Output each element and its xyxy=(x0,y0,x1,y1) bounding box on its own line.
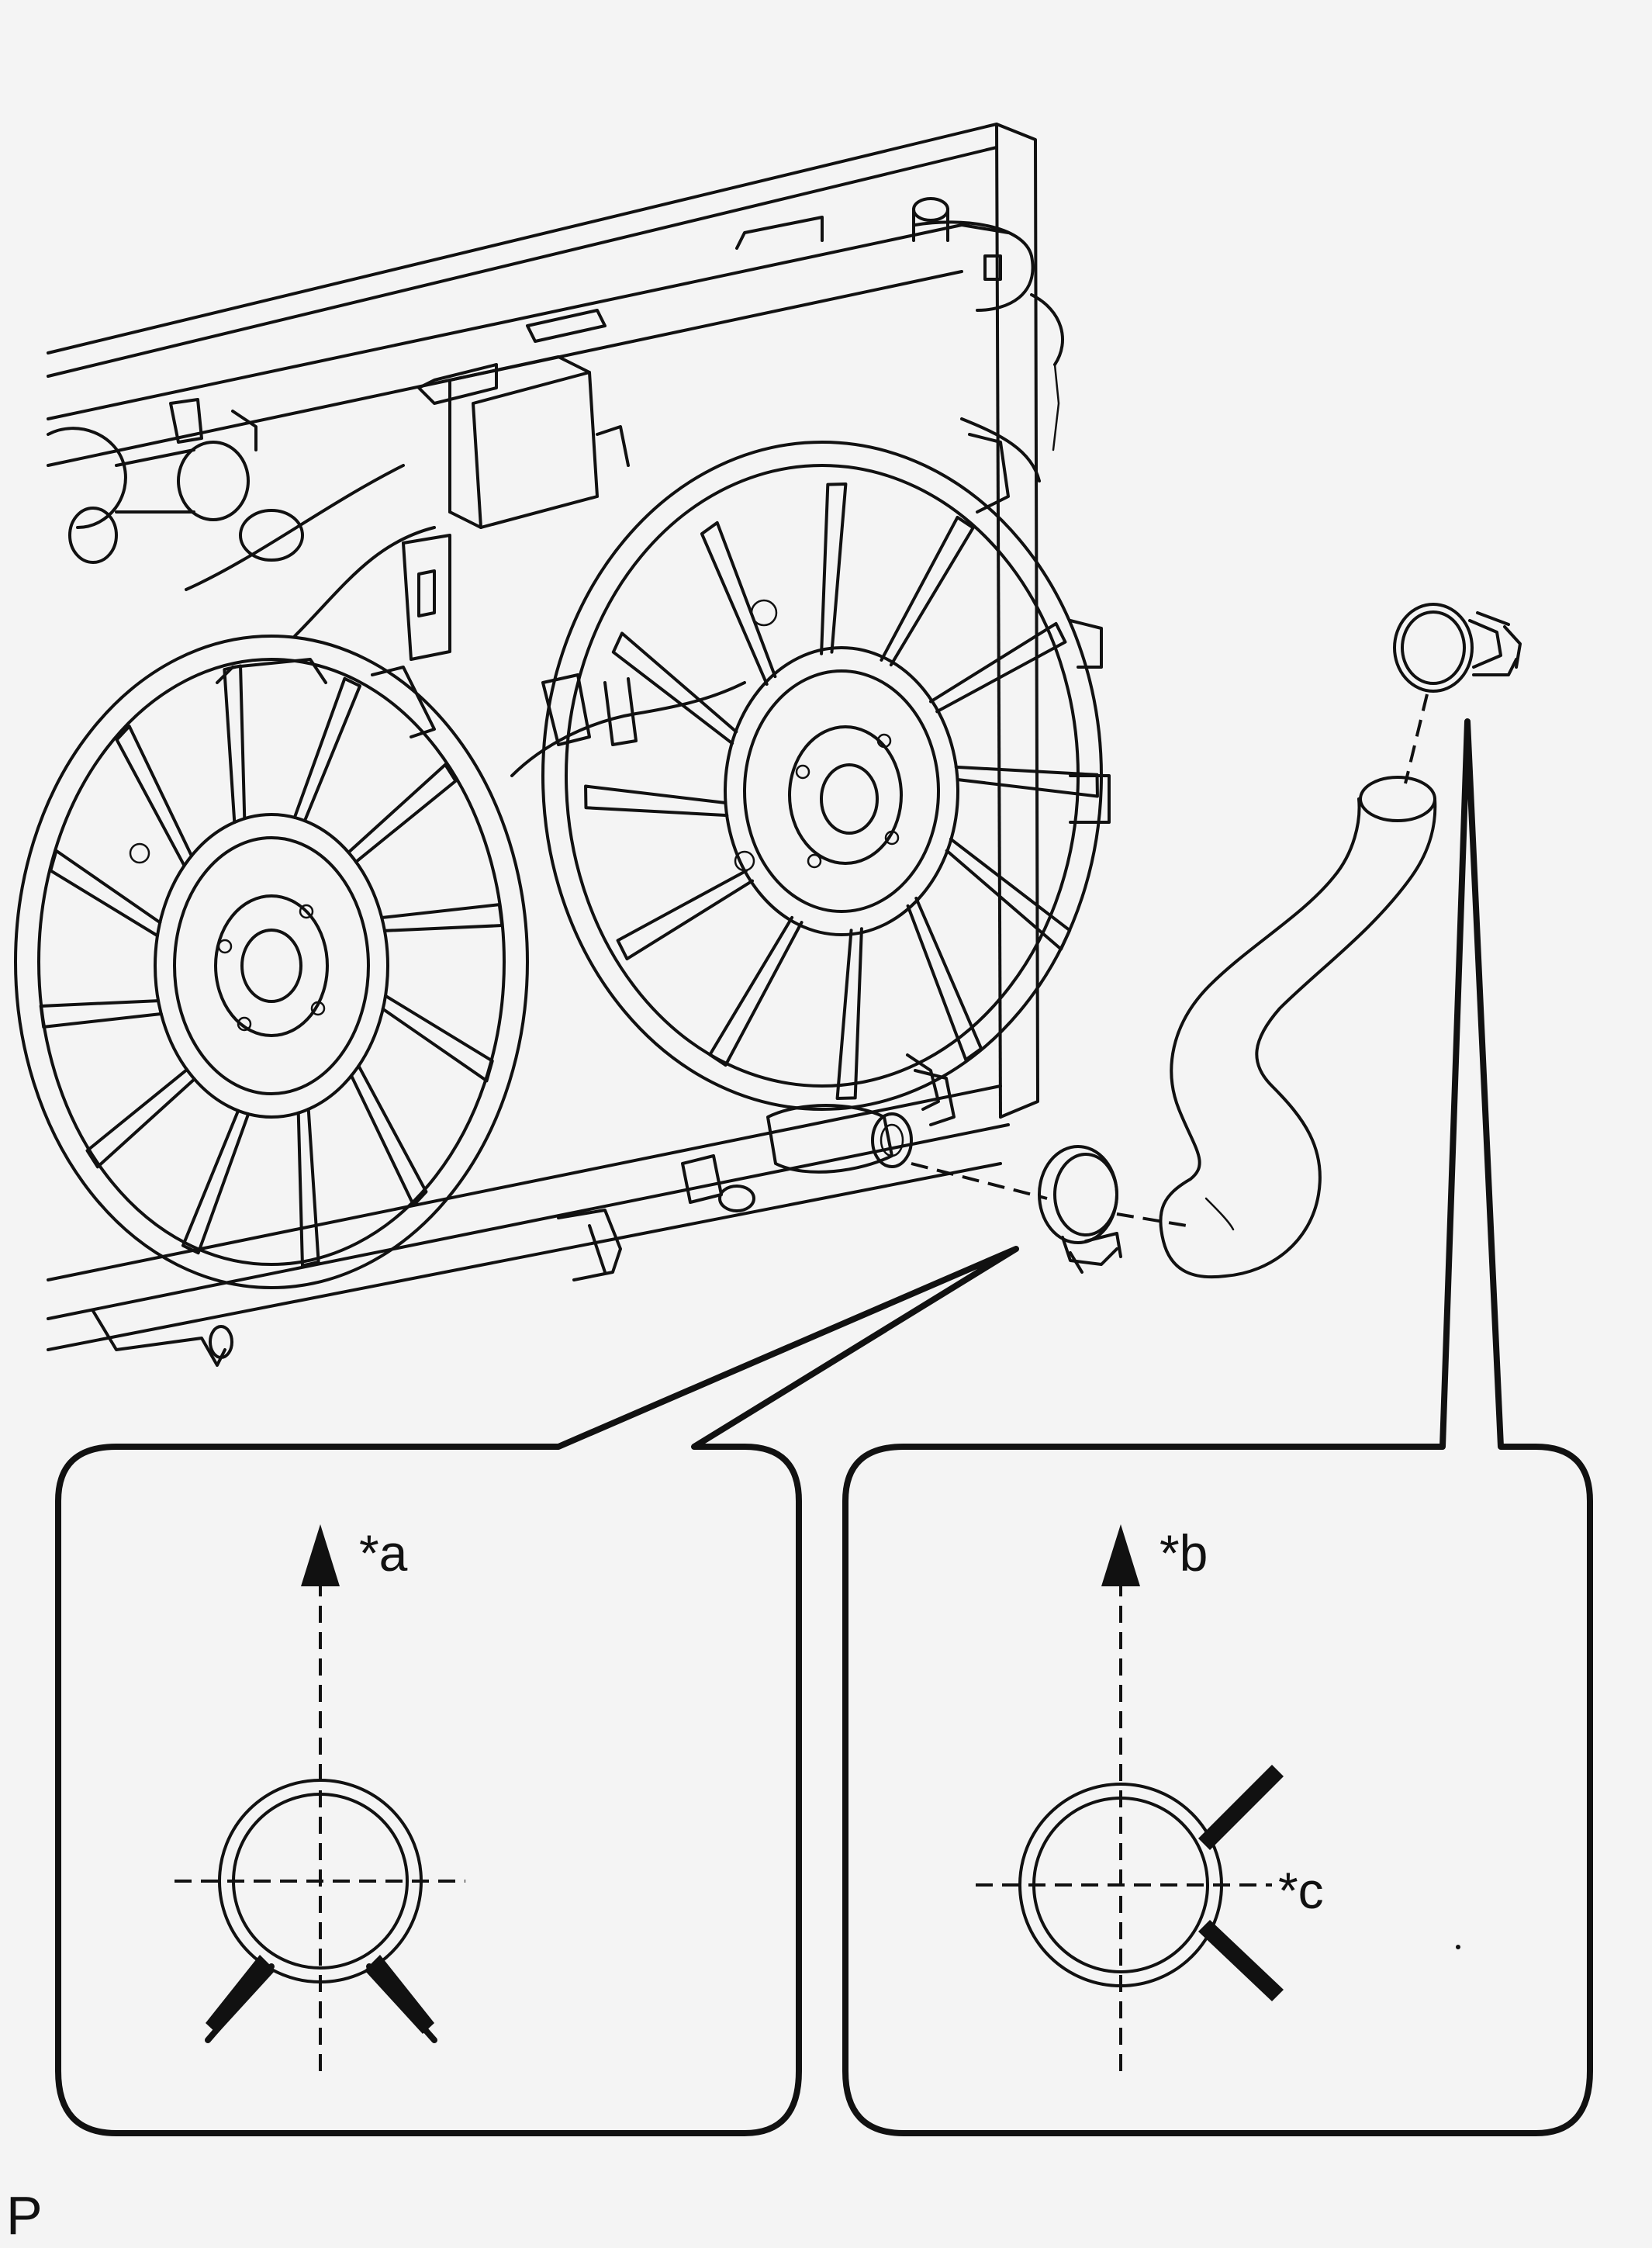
assembly-guide-lines xyxy=(911,693,1429,1227)
callout-box-lower-clamp: *a xyxy=(55,1246,1019,2136)
fan-spoke xyxy=(616,869,755,961)
direction-arrow-icon xyxy=(301,1524,340,1586)
fan-spoke xyxy=(347,763,458,864)
fan-spoke xyxy=(49,849,162,938)
callout-box-upper-clamp: *b *c xyxy=(842,718,1593,2136)
fan-spoke xyxy=(381,994,494,1083)
fan-spoke xyxy=(954,765,1099,798)
fan-motor-connector xyxy=(402,355,630,661)
direction-arrow-icon xyxy=(1101,1524,1140,1586)
upper-hose-clamp xyxy=(1393,603,1522,693)
fan-spoke xyxy=(296,1107,320,1268)
fan-spoke xyxy=(39,999,163,1029)
right-cooling-fan xyxy=(541,433,1111,1111)
fan-spoke xyxy=(880,515,975,667)
fan-spoke xyxy=(708,915,804,1067)
fan-spoke xyxy=(835,927,863,1100)
fan-spoke xyxy=(292,676,362,823)
fan-spoke xyxy=(611,631,738,745)
radiator-cap xyxy=(912,197,1035,312)
left-cooling-fan xyxy=(14,635,529,1289)
fan-spoke xyxy=(700,520,777,687)
fan-spoke xyxy=(929,621,1067,714)
fan-spoke xyxy=(115,725,193,867)
fan-spoke xyxy=(584,784,729,818)
fan-spoke xyxy=(85,1067,196,1169)
fan-spoke xyxy=(945,837,1072,951)
fan-spoke xyxy=(906,897,983,1062)
fan-spoke xyxy=(350,1064,428,1207)
label-b: *b xyxy=(1160,1524,1208,1582)
fan-spoke xyxy=(380,903,504,932)
fan-spoke xyxy=(223,664,247,825)
label-c: *c xyxy=(1278,1862,1324,1919)
lower-hose-clamp xyxy=(1038,1145,1122,1274)
figure-code: P xyxy=(6,2185,43,2246)
fan-spoke xyxy=(820,482,848,655)
label-a: *a xyxy=(359,1524,408,1582)
fan-spoke xyxy=(181,1108,251,1255)
radiator-hose xyxy=(1159,776,1437,1279)
radiator-assembly xyxy=(47,123,1064,1367)
